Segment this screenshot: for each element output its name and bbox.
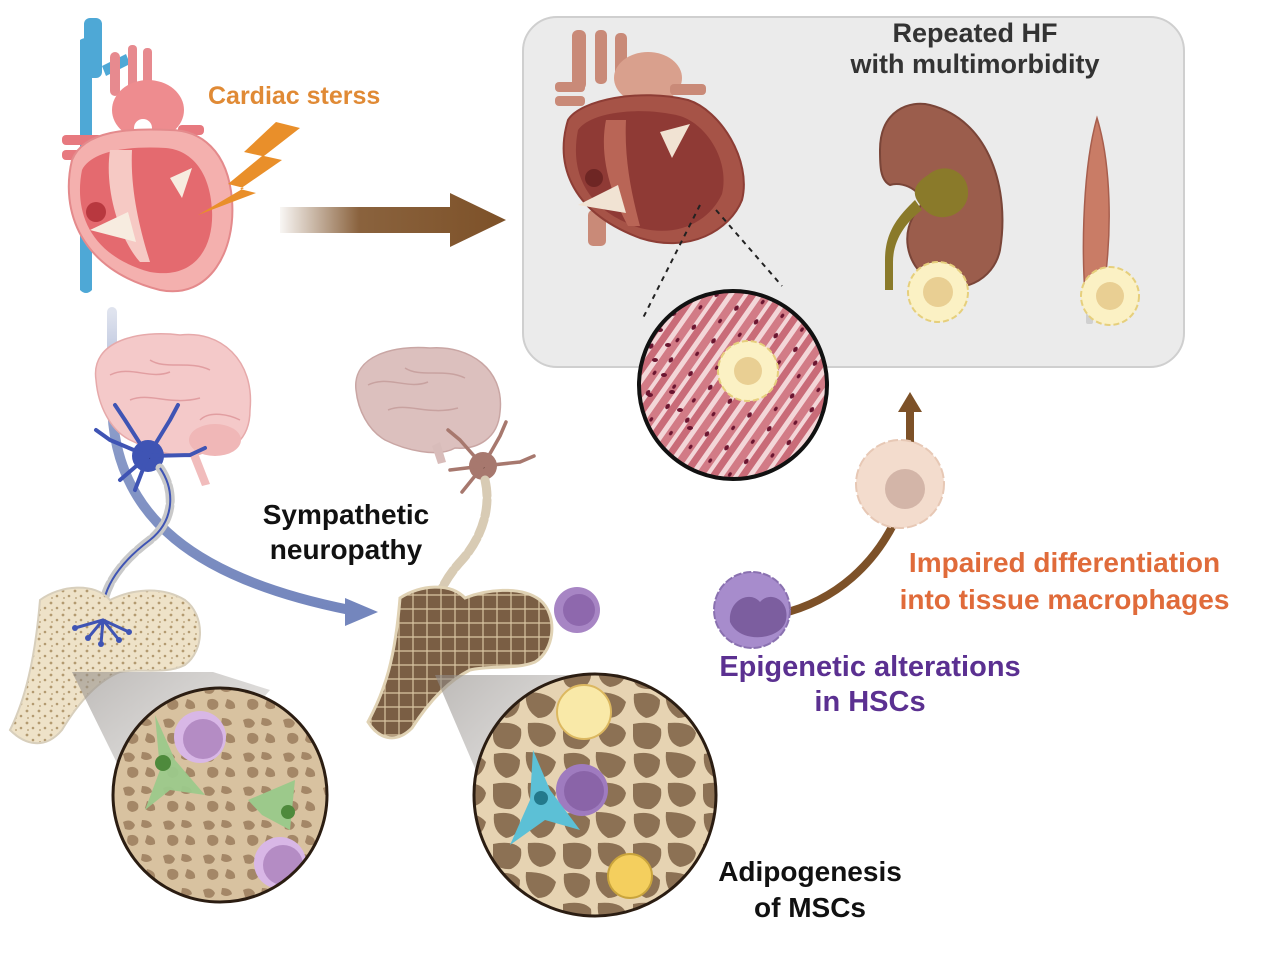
impaired-line1: Impaired differentiation — [908, 547, 1221, 578]
hsc-cell-icon — [174, 711, 226, 763]
msc-cell-icon — [145, 715, 205, 810]
repeated-hf-line1: Repeated HF — [892, 18, 1058, 48]
differentiation-arrow-head — [898, 392, 922, 412]
monocyte-icon — [713, 571, 791, 649]
hsc-icon — [554, 587, 600, 633]
adipogenesis-label: Adipogenesis of MSCs — [680, 854, 940, 926]
diseased-femur-bone-icon — [366, 585, 554, 740]
sympathetic-neuropathy-label: Sympathetic neuropathy — [226, 497, 466, 567]
adipocyte-icon — [556, 684, 612, 740]
repeated-hf-heading: Repeated HF with multimorbidity — [800, 18, 1150, 80]
repeated-hf-line2: with multimorbidity — [850, 49, 1100, 79]
adipogenesis-line1: Adipogenesis — [718, 856, 902, 887]
sympathetic-line2: neuropathy — [269, 534, 423, 565]
healthy-bone-marrow-inset — [111, 686, 329, 904]
adipocyte-icon — [607, 853, 653, 899]
healthy-heart-icon — [62, 18, 234, 293]
epigenetic-line1: Epigenetic alterations — [719, 651, 1021, 683]
impaired-differentiation-label: Impaired differentiation into tissue mac… — [862, 544, 1267, 618]
diseased-bone-marrow-inset — [472, 672, 718, 918]
sympathetic-line1: Sympathetic — [262, 499, 430, 530]
lightning-bolt-icon — [198, 122, 300, 215]
epigenetic-line2: in HSCs — [814, 686, 926, 718]
hsc-cell-icon — [556, 764, 608, 816]
hsc-cell-icon — [254, 837, 306, 889]
aged-brain-icon — [355, 346, 502, 464]
kidney-icon — [878, 102, 1004, 323]
nerve-arrow-shaft — [107, 307, 355, 615]
myocardium-histology-inset — [637, 289, 829, 481]
macrophage-icon — [855, 439, 945, 529]
impaired-line2: into tissue macrophages — [899, 584, 1230, 615]
epigenetic-alterations-label: Epigenetic alterations in HSCs — [680, 650, 1060, 720]
healthy-femur-bone-icon — [8, 586, 201, 745]
sympathetic-neuron-healthy-icon — [94, 403, 207, 605]
cardiac-stress-label: Cardiac sterss — [208, 82, 381, 110]
progression-arrow — [280, 193, 506, 247]
adipogenesis-line2: of MSCs — [754, 892, 866, 923]
macrophage-icon — [717, 340, 779, 402]
muscle-icon — [1080, 115, 1140, 326]
nerve-arrow-head — [345, 598, 378, 626]
